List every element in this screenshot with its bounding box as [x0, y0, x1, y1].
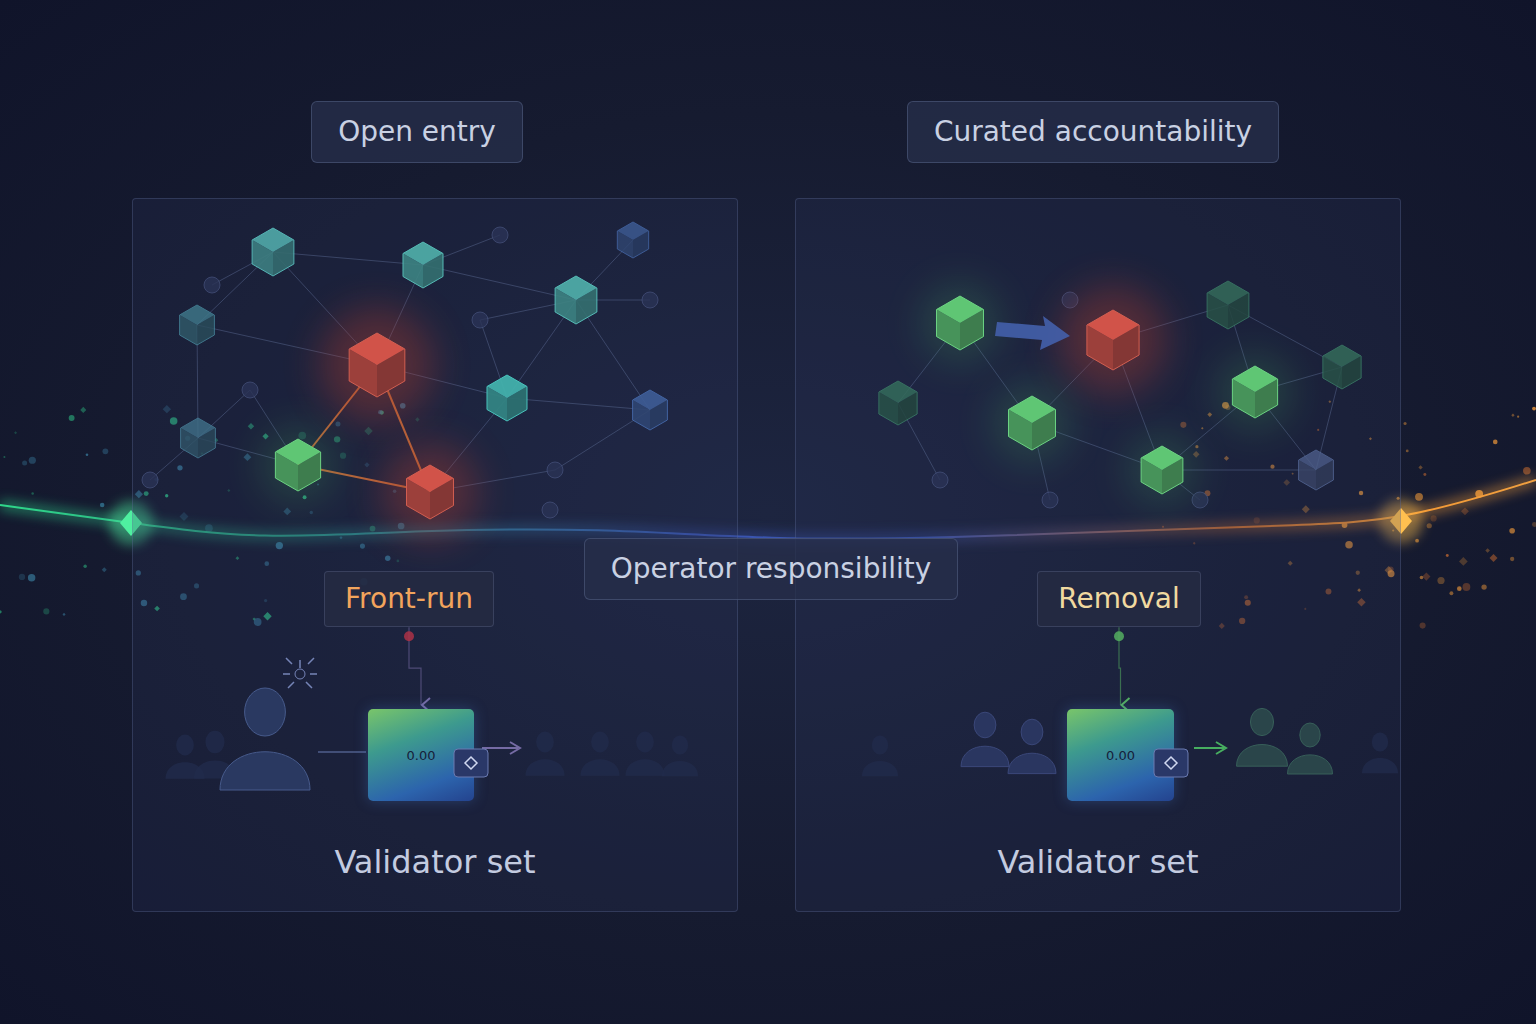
particle [1463, 583, 1471, 591]
particle [1510, 557, 1514, 561]
particle [1509, 528, 1515, 534]
node-text: Curated accountability [934, 114, 1252, 150]
particle [1427, 523, 1432, 528]
node-text: Validator set [796, 843, 1400, 881]
particle [1532, 522, 1536, 527]
particle [1523, 467, 1531, 475]
particle [1485, 548, 1490, 553]
particle [1493, 440, 1498, 445]
particle [62, 613, 65, 616]
particle [1420, 623, 1426, 629]
particle [69, 415, 75, 421]
particle [0, 610, 2, 613]
particle [1423, 473, 1426, 476]
node-text: Validator set [133, 843, 737, 881]
particle [29, 457, 36, 464]
particle [100, 503, 105, 508]
particle [83, 565, 86, 568]
particle [1490, 554, 1498, 562]
particle [22, 460, 27, 465]
particle [1404, 422, 1407, 425]
particle [31, 492, 33, 494]
particle [1415, 493, 1423, 501]
particle [1481, 584, 1486, 589]
particle [14, 431, 17, 434]
particle [1532, 407, 1536, 411]
particle [102, 567, 107, 572]
node-text: Front-run [345, 581, 473, 617]
particle [28, 574, 35, 581]
value-card: 0.00 [1067, 709, 1174, 801]
node-text: Removal [1058, 581, 1179, 617]
particle [86, 453, 89, 456]
particle [1446, 554, 1449, 557]
particle [80, 407, 86, 413]
event-tag: Removal [1037, 571, 1200, 627]
event-tag: Front-run [324, 571, 494, 627]
particle [1437, 577, 1444, 584]
panel-heading: Curated accountability [907, 101, 1279, 163]
value-card: 0.00 [368, 709, 474, 801]
particle [1461, 507, 1469, 515]
particle [19, 574, 25, 580]
particle [1459, 557, 1468, 566]
particle [1511, 414, 1514, 417]
node-text: 0.00 [1067, 748, 1174, 763]
particle [1418, 465, 1422, 469]
particle [1517, 416, 1519, 418]
node-text: 0.00 [368, 748, 474, 763]
particle [102, 448, 108, 454]
particle [1406, 450, 1409, 453]
node-text: Open entry [338, 114, 496, 150]
panel-heading: Open entry [311, 101, 523, 163]
particle [1449, 591, 1453, 595]
particle [1431, 515, 1437, 521]
node-text: Operator responsibility [611, 551, 932, 587]
particle [3, 456, 5, 458]
center-label: Operator responsibility [584, 538, 959, 600]
particle [1422, 573, 1430, 581]
particle [43, 608, 49, 614]
particle [1415, 539, 1419, 543]
particle [1457, 586, 1462, 591]
